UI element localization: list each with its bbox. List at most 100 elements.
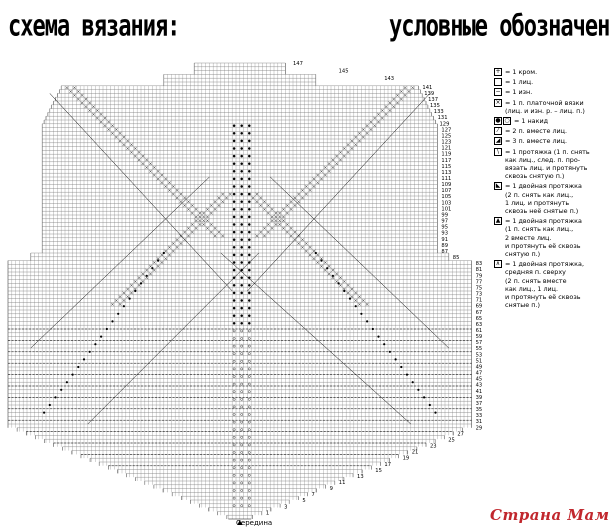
pattern-x (285, 204, 289, 207)
legend-text: = 3 п. вместе лиц. (505, 137, 568, 146)
yarn-over (240, 451, 243, 454)
pattern-x (202, 223, 206, 226)
yarn-over (240, 321, 243, 325)
yarn-over (423, 396, 426, 399)
yarn-over (232, 367, 236, 371)
pattern-x (156, 264, 160, 268)
pattern-x (118, 295, 122, 299)
row-label: 103 (441, 200, 451, 206)
pattern-x (118, 139, 122, 143)
yarn-over (240, 185, 243, 188)
yarn-over (240, 390, 243, 394)
pattern-x (160, 181, 164, 185)
yarn-over (434, 411, 437, 414)
yarn-over (411, 381, 414, 384)
pattern-x (213, 234, 217, 238)
pattern-x (206, 219, 209, 223)
yarn-over (151, 267, 154, 270)
chart-title: схема вязания: (8, 10, 180, 44)
yarn-over (247, 397, 251, 401)
yarn-over (232, 405, 236, 409)
row-label: 11 (339, 480, 346, 486)
pattern-x (183, 196, 187, 200)
pattern-x (270, 226, 274, 230)
pattern-x (168, 245, 171, 249)
pattern-x (130, 291, 133, 295)
yarn-over (247, 185, 251, 188)
pattern-x (304, 185, 308, 188)
pattern-x (156, 169, 160, 173)
pattern-diagonal (220, 252, 411, 425)
pattern-x (380, 109, 384, 112)
yarn-over (247, 124, 251, 127)
pattern-x (297, 200, 301, 204)
legend-item: ×= 1 п. платочной вязки (лиц. и изн. р. … (494, 98, 608, 115)
yarn-over (240, 435, 243, 439)
pattern-x (312, 257, 316, 261)
legend-symbol: ⁄ (494, 127, 502, 136)
yarn-over (48, 403, 51, 407)
pattern-x (73, 93, 76, 97)
pattern-x (308, 245, 312, 249)
yarn-over (247, 481, 251, 485)
pattern-x (122, 143, 126, 147)
pattern-x (179, 234, 183, 238)
center-label: Середина (236, 519, 273, 527)
pattern-x (126, 147, 130, 150)
watermark: Страна Мам (490, 506, 610, 524)
yarn-over (314, 251, 317, 255)
pattern-x (107, 128, 111, 131)
yarn-over (240, 177, 243, 181)
yarn-over (240, 299, 243, 302)
pattern-x (99, 120, 103, 124)
yarn-over (232, 344, 236, 348)
pattern-x (92, 105, 95, 109)
pattern-x (350, 287, 354, 291)
pattern-x (183, 230, 187, 234)
row-label: 21 (412, 450, 419, 456)
pattern-x (126, 287, 130, 291)
pattern-x (95, 116, 99, 120)
yarn-over (240, 223, 243, 226)
yarn-over (240, 238, 243, 241)
pattern-x (190, 230, 194, 234)
yarn-over (247, 352, 251, 356)
legend-symbol-box: + (494, 68, 502, 76)
yarn-over (134, 289, 137, 293)
yarn-over (354, 305, 357, 308)
legend-symbol: − (494, 88, 502, 97)
pattern-x (183, 204, 187, 207)
yarn-over (247, 466, 251, 470)
yarn-over (232, 397, 236, 401)
yarn-over (240, 428, 243, 432)
pattern-x (388, 101, 392, 105)
pattern-x (266, 211, 270, 215)
pattern-x (388, 109, 392, 112)
legend-text: = 1 двойная протяжка (2 п. снять как лиц… (505, 182, 582, 216)
pattern-x (270, 215, 274, 219)
legend-symbol-box: ◢ (494, 137, 502, 146)
pattern-x (282, 226, 285, 230)
yarn-over (232, 314, 236, 318)
yarn-over (232, 147, 236, 150)
pattern-x (152, 268, 156, 272)
row-label: 63 (476, 322, 483, 328)
legend-symbol: × (494, 98, 502, 107)
yarn-over (240, 375, 243, 378)
yarn-over (383, 343, 386, 346)
row-label: 59 (476, 334, 483, 340)
pattern-x (350, 295, 354, 299)
row-label: 3 (284, 504, 287, 510)
pattern-x (198, 223, 202, 226)
yarn-over (240, 170, 243, 173)
pattern-x (225, 196, 228, 200)
pattern-x (399, 97, 403, 101)
pattern-x (187, 207, 190, 211)
pattern-x (198, 211, 202, 215)
row-label: 37 (476, 401, 483, 407)
pattern-x (126, 295, 130, 299)
row-label: 87 (441, 249, 448, 255)
row-label: 135 (430, 103, 440, 109)
pattern-x (339, 150, 342, 154)
pattern-x (373, 124, 377, 128)
